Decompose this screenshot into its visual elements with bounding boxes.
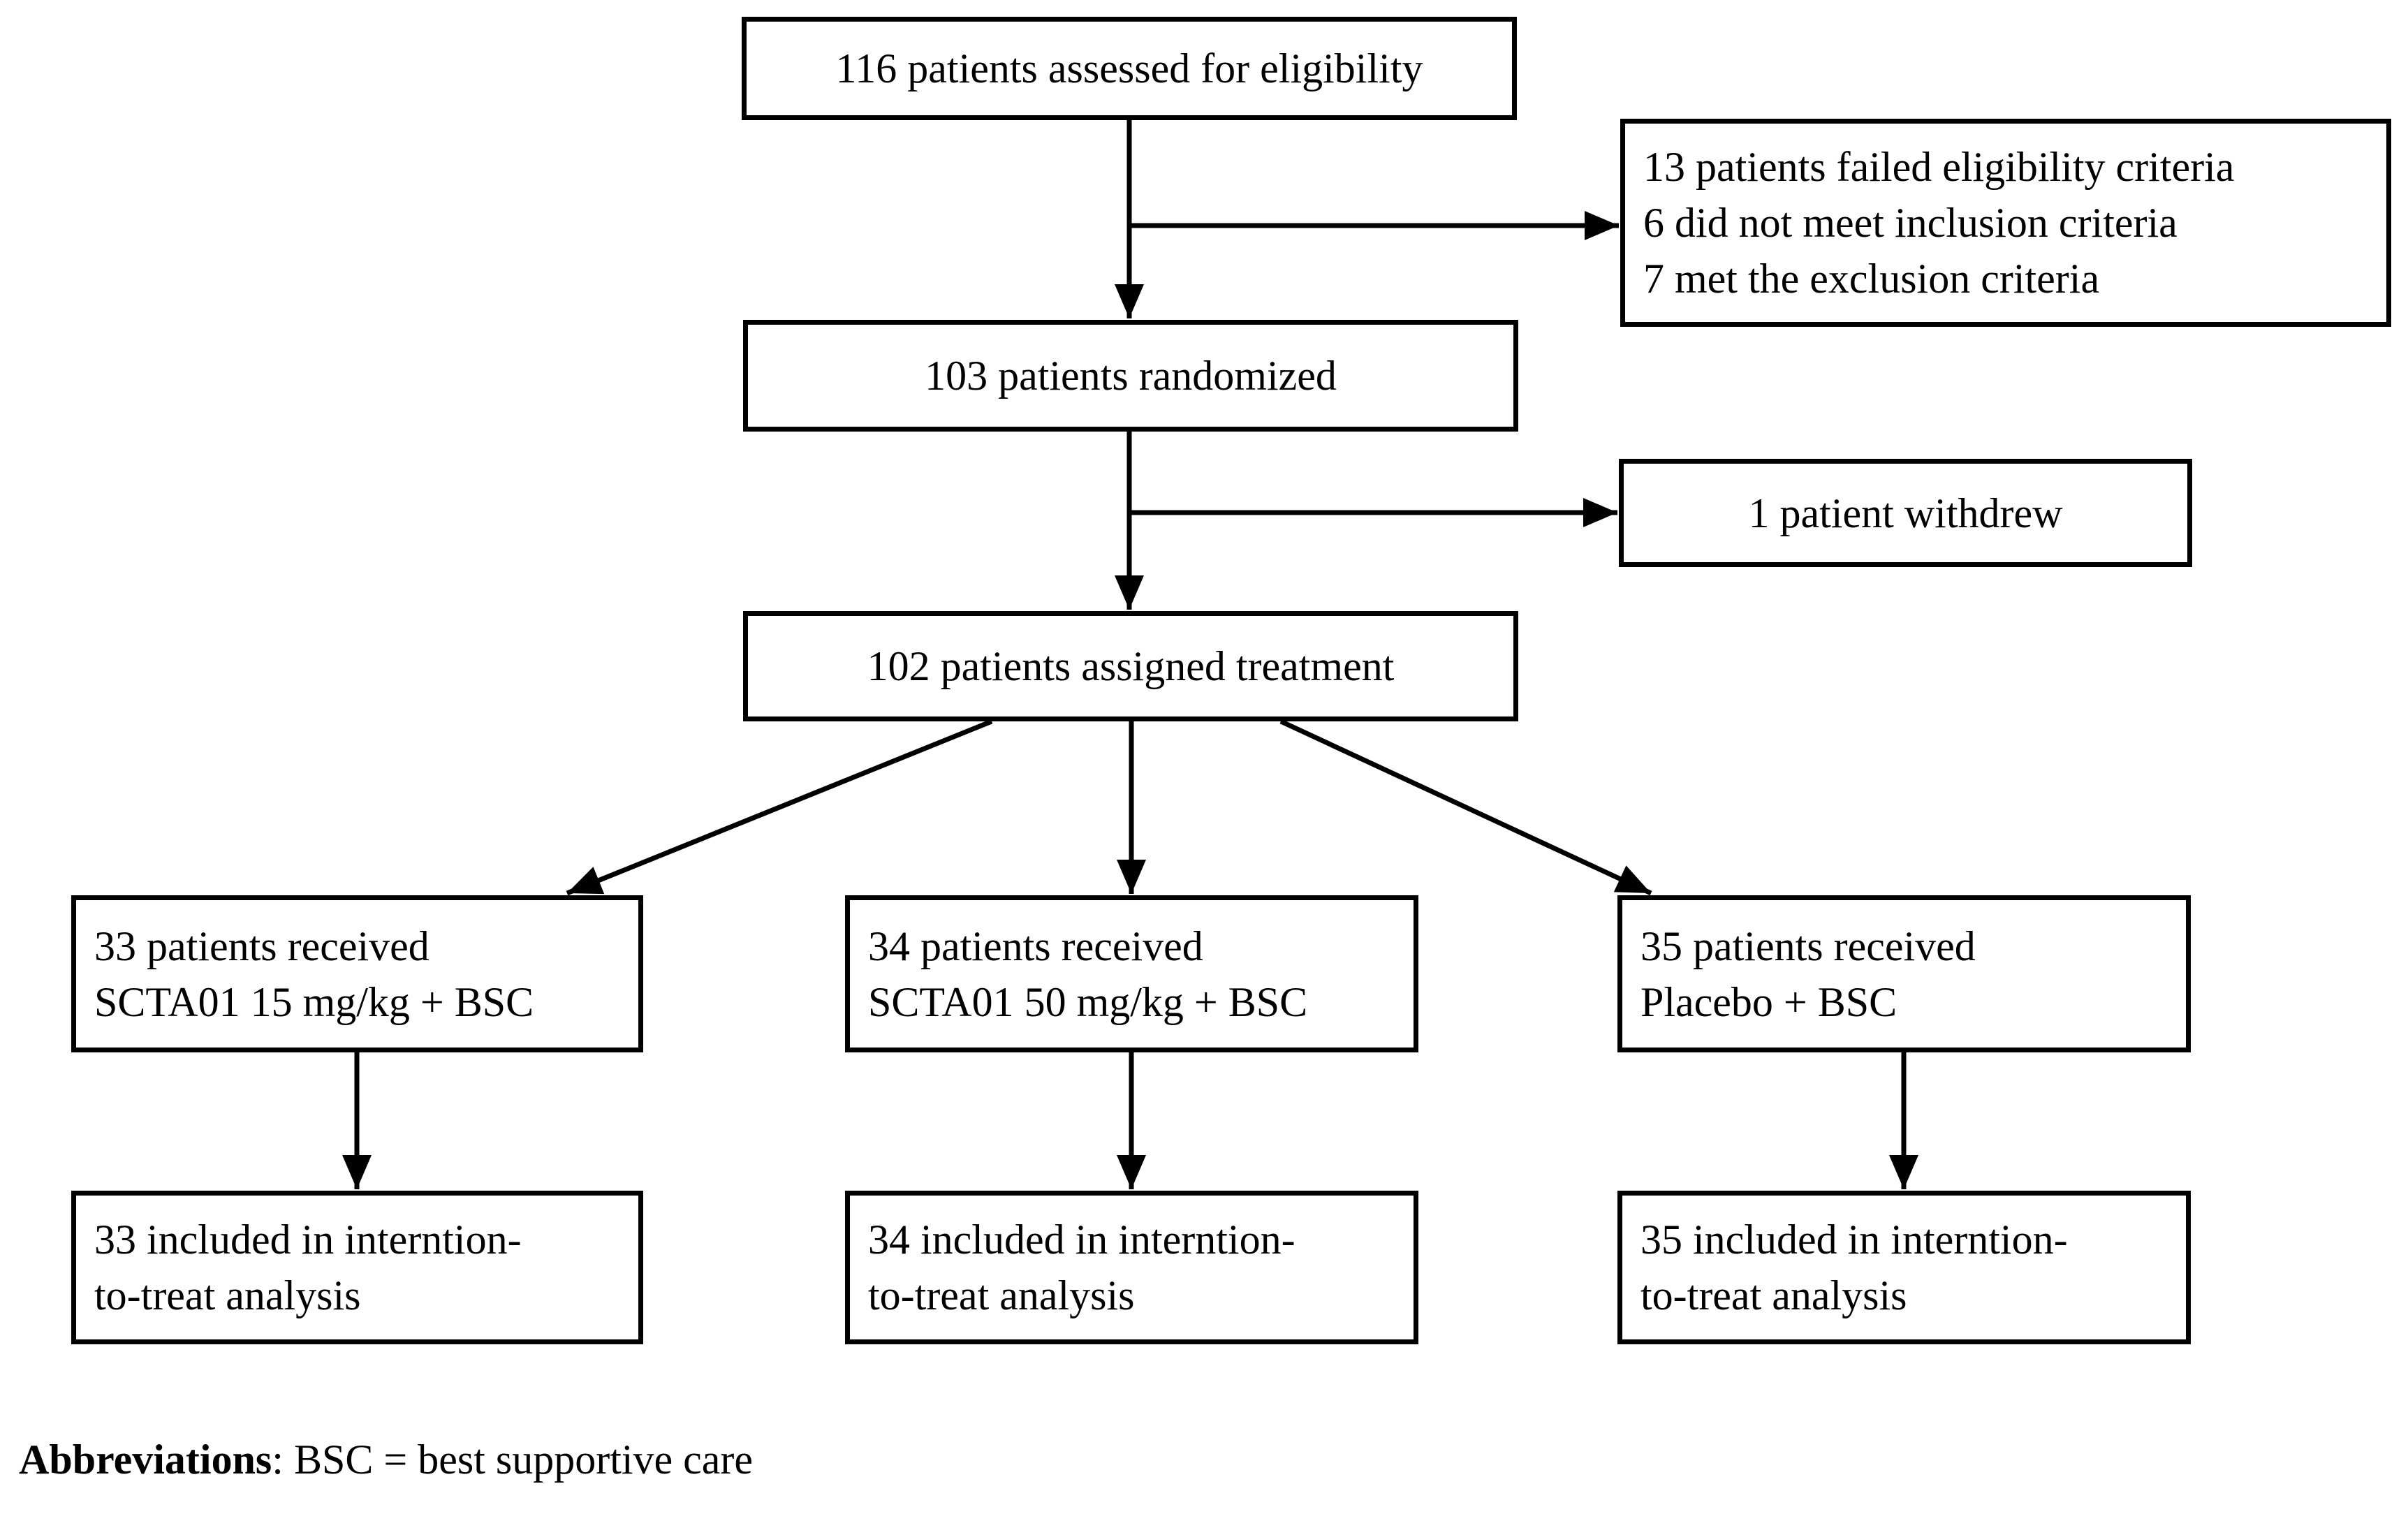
withdrew-text: 1 patient withdrew [1748,490,2063,536]
ittplacebo-line: 35 included in interntion- [1640,1217,2068,1263]
box-arm-scta01-50mg: 34 patients received SCTA01 50 mg/kg + B… [845,895,1418,1052]
failed-line: 6 did not meet inclusion criteria [1643,200,2178,246]
itt50-line: to-treat analysis [868,1272,1135,1318]
failed-line: 7 met the exclusion criteria [1643,256,2100,302]
itt50-line: 34 included in interntion- [868,1217,1295,1263]
abbreviations-note: Abbreviations: BSC = best supportive car… [19,1432,753,1487]
failed-line: 13 patients failed eligibility criteria [1643,144,2235,190]
randomized-text: 103 patients randomized [925,353,1337,399]
ittplacebo-line: to-treat analysis [1640,1272,1907,1318]
assigned-text: 102 patients assigned treatment [867,643,1395,689]
arrow-assigned-to-arm15 [566,719,993,896]
box-arm-scta01-15mg: 33 patients received SCTA01 15 mg/kg + B… [71,895,643,1052]
armplacebo-line: 35 patients received [1640,923,1976,969]
arm15-line: 33 patients received [94,923,430,969]
box-assigned-treatment: 102 patients assigned treatment [743,611,1518,721]
armplacebo-line: Placebo + BSC [1640,978,1897,1025]
box-withdrew: 1 patient withdrew [1619,459,2192,567]
arrow-assigned-to-armplacebo [1279,719,1652,896]
box-itt-50mg: 34 included in interntion- to-treat anal… [845,1191,1418,1344]
box-itt-15mg: 33 included in interntion- to-treat anal… [71,1191,643,1344]
arm50-line: 34 patients received [868,923,1203,969]
box-assessed-for-eligibility: 116 patients assessed for eligibility [742,17,1517,120]
itt15-line: 33 included in interntion- [94,1217,522,1263]
box-itt-placebo: 35 included in interntion- to-treat anal… [1617,1191,2191,1344]
abbreviations-label: Abbreviations [19,1436,272,1483]
arm15-line: SCTA01 15 mg/kg + BSC [94,978,534,1025]
box-failed-eligibility: 13 patients failed eligibility criteria … [1620,119,2391,327]
box-randomized: 103 patients randomized [743,320,1518,432]
arm50-line: SCTA01 50 mg/kg + BSC [868,978,1308,1025]
box-arm-placebo: 35 patients received Placebo + BSC [1617,895,2191,1052]
abbreviations-text: : BSC = best supportive care [272,1436,754,1483]
itt15-line: to-treat analysis [94,1272,361,1318]
assessed-text: 116 patients assessed for eligibility [835,45,1423,91]
